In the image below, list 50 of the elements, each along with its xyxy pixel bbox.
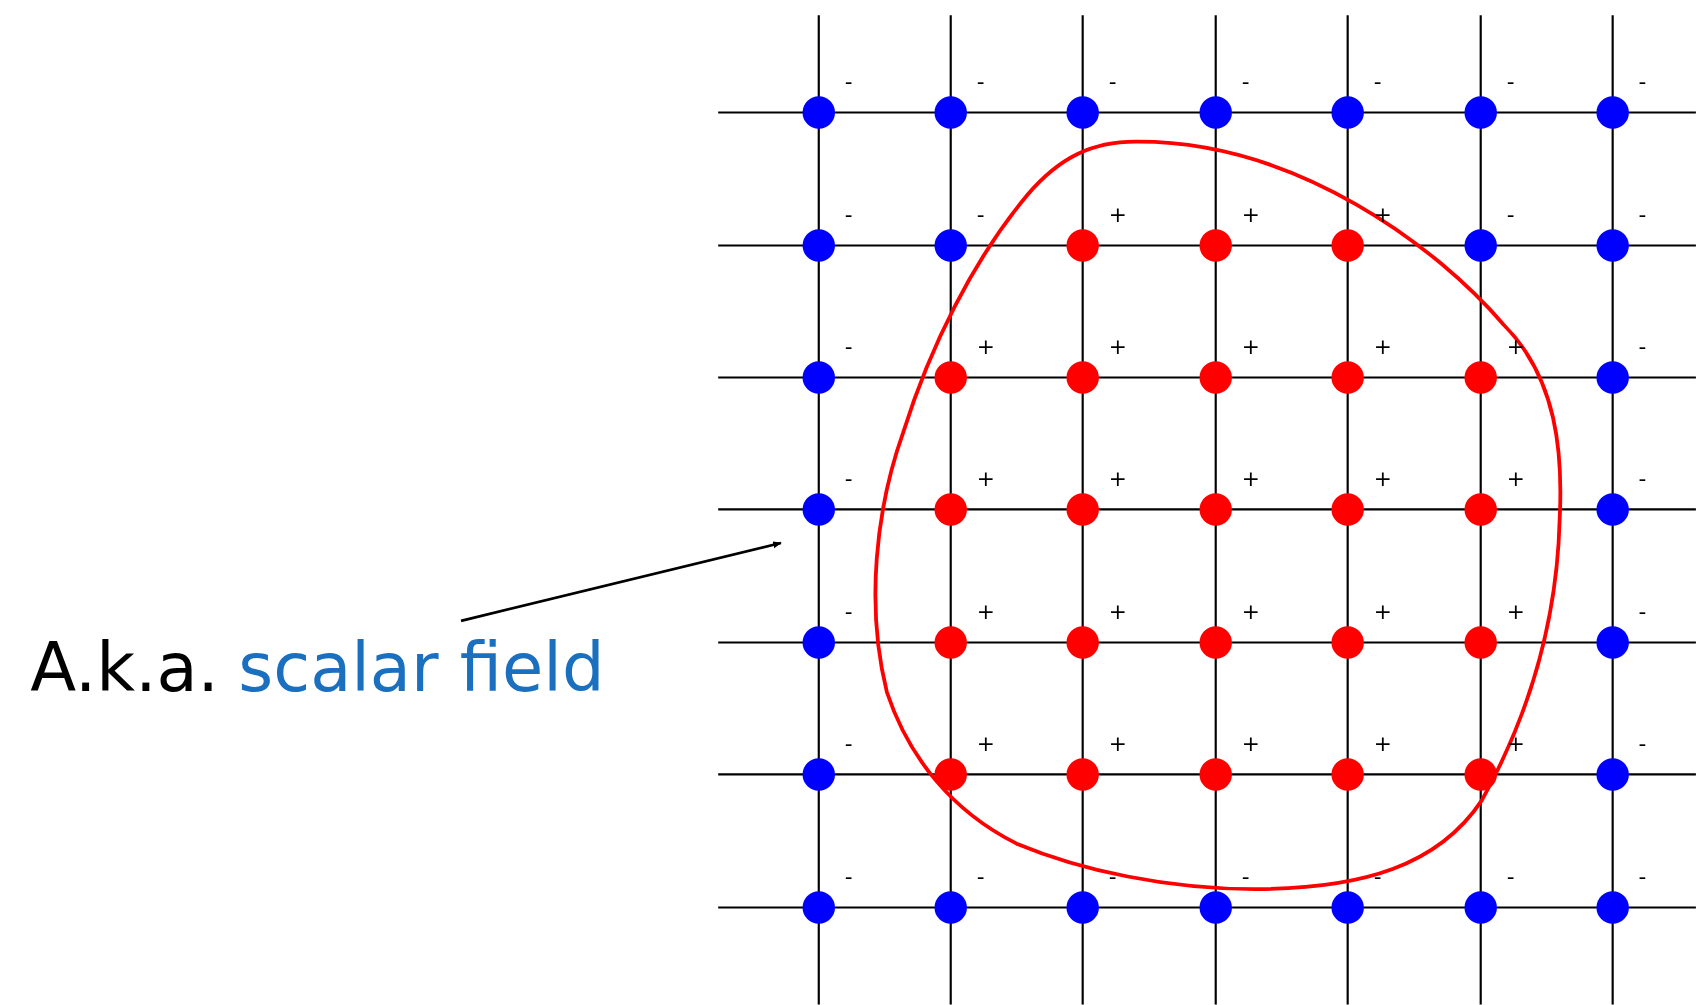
- sign-label: +: [1108, 467, 1127, 489]
- sign-label: -: [976, 865, 985, 887]
- sign-label: -: [1638, 70, 1647, 92]
- sign-label: -: [1241, 865, 1250, 887]
- sign-label: +: [976, 467, 995, 489]
- sign-label: +: [1108, 335, 1127, 357]
- sign-label: +: [1241, 335, 1260, 357]
- sign-label: +: [1373, 335, 1392, 357]
- sign-label: +: [1108, 600, 1127, 622]
- sign-label: -: [844, 203, 853, 225]
- sign-label: +: [976, 600, 995, 622]
- sign-label: -: [1638, 335, 1647, 357]
- sign-label: -: [976, 203, 985, 225]
- sign-label: -: [844, 732, 853, 754]
- sign-label: +: [1241, 203, 1260, 225]
- sign-label: +: [1506, 600, 1525, 622]
- sign-label: +: [1373, 600, 1392, 622]
- sign-label: -: [1241, 70, 1250, 92]
- sign-label: -: [844, 865, 853, 887]
- sign-label: -: [1638, 203, 1647, 225]
- sign-label: +: [1241, 467, 1260, 489]
- sign-label: -: [844, 335, 853, 357]
- sign-label: -: [1638, 865, 1647, 887]
- sign-label: +: [1108, 203, 1127, 225]
- sign-label: +: [1108, 732, 1127, 754]
- sign-label: -: [1373, 70, 1382, 92]
- sign-label: +: [976, 732, 995, 754]
- sign-label: -: [1638, 732, 1647, 754]
- sign-label: -: [976, 70, 985, 92]
- sign-label: +: [1241, 732, 1260, 754]
- arrow: [460, 541, 782, 623]
- sign-label: -: [1506, 203, 1515, 225]
- sign-label: -: [1638, 467, 1647, 489]
- sign-label: -: [1506, 865, 1515, 887]
- sign-label: +: [976, 335, 995, 357]
- sign-label: -: [1108, 865, 1117, 887]
- sign-label: +: [1506, 467, 1525, 489]
- sign-label: -: [1506, 70, 1515, 92]
- sign-label: +: [1506, 335, 1525, 357]
- sign-label: +: [1373, 732, 1392, 754]
- sign-label: +: [1373, 467, 1392, 489]
- sign-label: -: [844, 467, 853, 489]
- sign-label: -: [844, 600, 853, 622]
- sign-label: -: [1638, 600, 1647, 622]
- sign-label: -: [1373, 865, 1382, 887]
- annotation-text: A.k.a.: [30, 627, 219, 710]
- term-text: scalar field: [238, 627, 605, 710]
- sign-label: -: [844, 70, 853, 92]
- sign-label: +: [1241, 600, 1260, 622]
- sign-label: -: [1108, 70, 1117, 92]
